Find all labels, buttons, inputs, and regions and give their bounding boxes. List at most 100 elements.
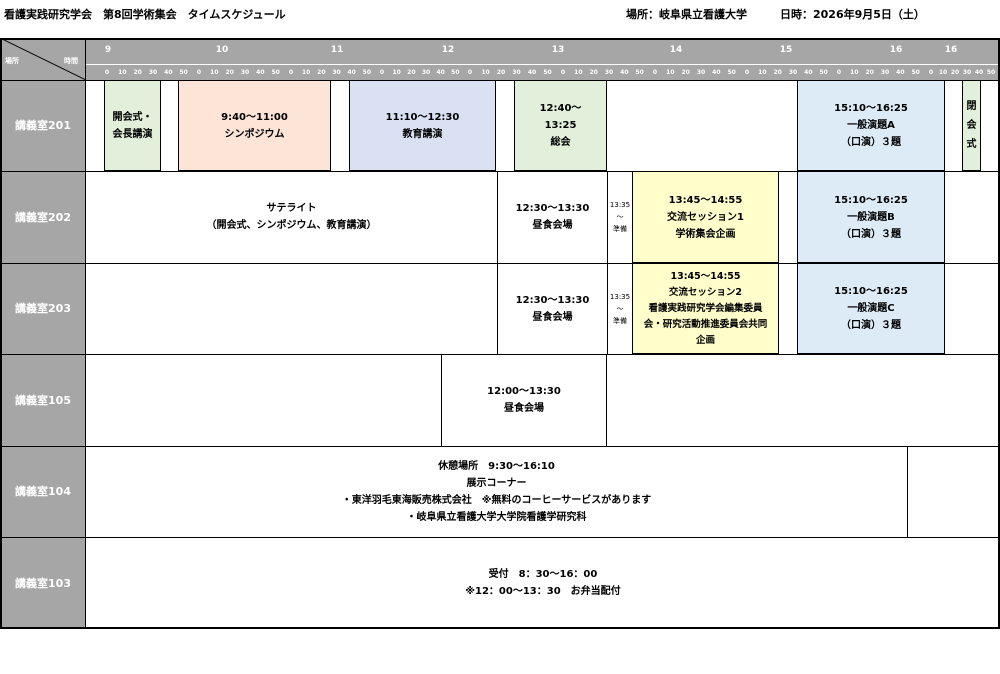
minute-tick-label: 10: [938, 69, 948, 76]
minute-tick-label: 40: [527, 69, 537, 76]
room-label-201: 講義室201: [0, 80, 86, 171]
minute-tick-label: 20: [133, 69, 142, 76]
minute-tick-label: 0: [379, 69, 385, 76]
row-divider: [0, 263, 1000, 264]
room-label-105: 講義室105: [0, 354, 86, 446]
hour-label: 9: [104, 45, 112, 55]
room-label-104: 講義室104: [0, 446, 86, 537]
minute-tick-label: 0: [836, 69, 842, 76]
hour-label: 13: [551, 45, 565, 55]
row-divider: [0, 354, 1000, 355]
hour-label: 14: [669, 45, 683, 55]
minute-tick-label: 30: [962, 69, 972, 76]
minute-tick-label: 40: [804, 69, 813, 76]
minute-tick-label: 50: [451, 69, 460, 76]
session-lunch-203: 12:30～13:30 昼食会場: [497, 263, 607, 354]
session-prep-202: 13:35 ～ 準備: [607, 171, 632, 263]
session-exchange-2: 13:45～14:55 交流セッション2 看護実践研究学会編集委員 会・研究活動…: [632, 263, 779, 354]
minute-tick-label: 50: [179, 69, 188, 76]
minute-tick-label: 20: [496, 69, 506, 76]
minute-tick-label: 10: [392, 69, 401, 76]
minute-tick-label: 50: [911, 69, 920, 76]
hour-label: 15: [779, 45, 793, 55]
minute-tick-label: 40: [256, 69, 265, 76]
hour-label: 11: [330, 45, 344, 55]
minute-tick-label: 20: [225, 69, 234, 76]
session-oral-c: 15:10～16:25 一般演題C （口演）３題: [797, 263, 945, 354]
minute-row: [86, 65, 1000, 80]
grid-border-left: [0, 38, 2, 629]
minute-tick-label: 30: [880, 69, 890, 76]
corner-row-label: 場所: [5, 57, 19, 65]
session-education-lecture: 11:10～12:30 教育講演: [349, 80, 496, 171]
minute-tick-label: 0: [467, 69, 473, 76]
minute-tick-label: 0: [744, 69, 750, 76]
minute-tick-label: 10: [481, 69, 490, 76]
row-divider: [0, 537, 1000, 538]
corner-col-label: 時間: [64, 57, 78, 65]
minute-tick-label: 40: [896, 69, 905, 76]
minute-tick-label: 20: [865, 69, 874, 76]
date-label: 日時：2026年9月5日（土）: [780, 8, 925, 21]
minute-tick-label: 10: [118, 69, 127, 76]
hour-row: [86, 38, 1000, 64]
minute-tick-label: 30: [604, 69, 614, 76]
session-oral-a: 15:10～16:25 一般演題A （口演）３題: [797, 80, 945, 171]
minute-tick-label: 20: [681, 69, 690, 76]
minute-tick-label: 30: [512, 69, 521, 76]
minute-tick-label: 20: [950, 69, 960, 76]
room-label-103: 講義室103: [0, 537, 86, 629]
session-exchange-1: 13:45～14:55 交流セッション1 学術集会企画: [632, 171, 779, 263]
minute-tick-label: 10: [850, 69, 859, 76]
minute-tick-label: 10: [574, 69, 583, 76]
minute-tick-label: 40: [620, 69, 629, 76]
session-satellite: サテライト （開会式、シンポジウム、教育講演）: [206, 203, 377, 231]
minute-tick-label: 30: [788, 69, 798, 76]
venue-label: 場所：岐阜県立看護大学: [626, 8, 747, 21]
minute-tick-label: 0: [928, 69, 934, 76]
minute-tick-label: 40: [347, 69, 356, 76]
minute-tick-label: 50: [727, 69, 736, 76]
minute-tick-label: 40: [974, 69, 984, 76]
corner-diagonal: [0, 38, 86, 80]
room-label-203: 講義室203: [0, 263, 86, 354]
minute-tick-label: 50: [635, 69, 644, 76]
session-oral-b: 15:10～16:25 一般演題B （口演）３題: [797, 171, 945, 263]
session-lunch-105: 12:00～13:30 昼食会場: [441, 354, 607, 446]
row-divider: [0, 446, 1000, 447]
minute-tick-label: 50: [819, 69, 828, 76]
session-rest-area: 休憩場所 9:30～16:10 展示コーナー ・東洋羽毛東海販売株式会社 ※無料…: [86, 446, 908, 537]
session-opening: 開会式・ 会長講演: [104, 80, 161, 171]
minute-tick-label: 10: [666, 69, 675, 76]
minute-tick-label: 50: [271, 69, 280, 76]
grid-border-bottom: [0, 627, 1000, 629]
session-lunch-202: 12:30～13:30 昼食会場: [497, 171, 607, 263]
minute-tick-label: 20: [317, 69, 326, 76]
minute-tick-label: 30: [421, 69, 431, 76]
minute-tick-label: 30: [240, 69, 250, 76]
page-title: 看護実践研究学会 第8回学術集会 タイムスケジュール: [4, 8, 286, 21]
minute-tick-label: 20: [589, 69, 598, 76]
hour-label: 12: [441, 45, 455, 55]
corner-header: 場所 時間: [0, 38, 86, 80]
hour-label: 16: [889, 45, 903, 55]
minute-tick-label: 40: [436, 69, 445, 76]
minute-tick-label: 40: [712, 69, 721, 76]
minute-tick-label: 0: [560, 69, 566, 76]
minute-tick-label: 0: [196, 69, 202, 76]
minute-tick-label: 40: [164, 69, 173, 76]
minute-tick-label: 50: [543, 69, 552, 76]
session-symposium: 9:40～11:00 シンポジウム: [178, 80, 331, 171]
room-label-202: 講義室202: [0, 171, 86, 263]
minute-tick-label: 30: [696, 69, 706, 76]
minute-tick-label: 10: [301, 69, 311, 76]
hour-label: 16: [944, 45, 958, 55]
row-divider: [0, 171, 1000, 172]
grid-border-right: [998, 38, 1000, 629]
room-column-divider: [85, 38, 86, 629]
minute-tick-label: 20: [407, 69, 416, 76]
session-general-meeting: 12:40～ 13:25 総会: [514, 80, 607, 171]
minute-tick-label: 10: [758, 69, 767, 76]
minute-tick-label: 0: [288, 69, 294, 76]
